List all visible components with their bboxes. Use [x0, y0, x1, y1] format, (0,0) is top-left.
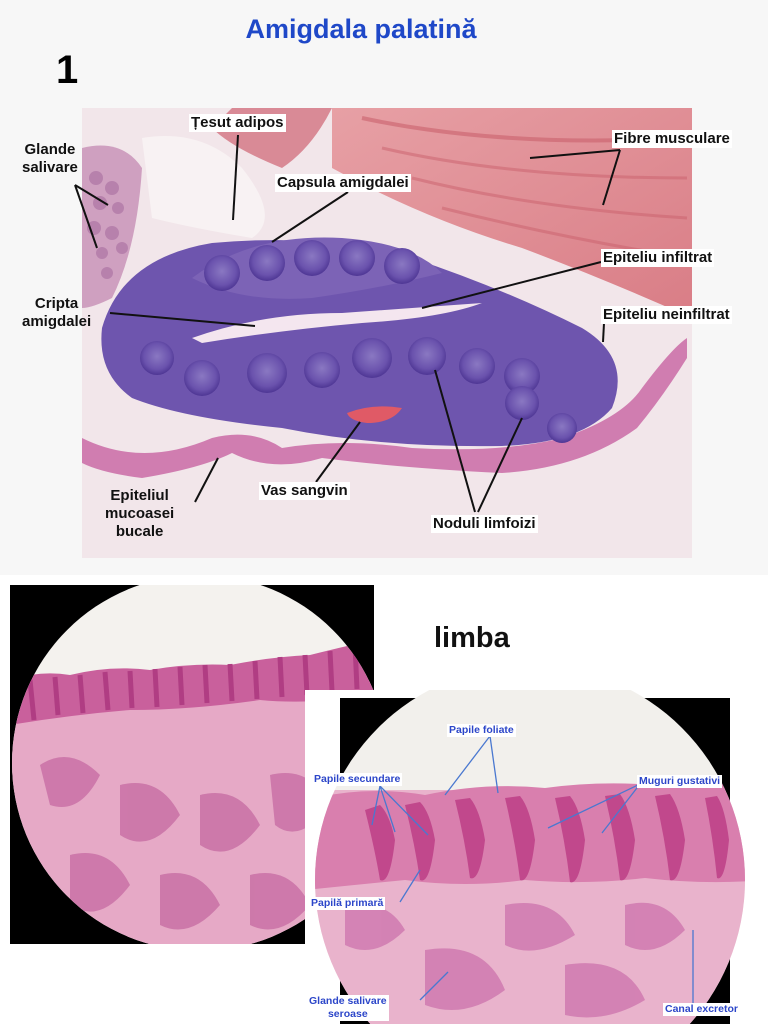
label-noduli-limfoizi: Noduli limfoizi: [431, 515, 538, 533]
label-tesut-adipos: Țesut adipos: [189, 114, 286, 132]
label-capsula-amigdalei: Capsula amigdalei: [275, 174, 411, 192]
label-cripta-amigdalei: Cripta amigdalei: [20, 295, 93, 331]
slide-title: Amigdala palatină: [245, 14, 477, 44]
slide-number: 1: [56, 48, 79, 92]
label-epiteliul-mucoasei-bucale: Epiteliul mucoasei bucale: [103, 487, 176, 541]
label-papile-secundare: Papile secundare: [312, 773, 403, 786]
label-epiteliu-infiltrat: Epiteliu infiltrat: [601, 249, 715, 267]
label-papila-primara: Papilă primară: [309, 897, 386, 910]
label-glande-salivare-seroase: Glande salivare seroase: [307, 995, 389, 1021]
label-glande-salivare-line2: salivare: [22, 159, 78, 176]
label-glande-seroase-line1: Glande salivare: [309, 995, 387, 1007]
label-epiteliu-neinfiltrat: Epiteliu neinfiltrat: [601, 306, 732, 324]
label-vas-sangvin: Vas sangvin: [259, 482, 350, 500]
label-cripta-line1: Cripta: [34, 295, 79, 312]
label-papile-foliate: Papile foliate: [447, 724, 516, 737]
label-glande-salivare-line1: Glande: [24, 141, 76, 158]
label-fibre-musculare: Fibre musculare: [612, 130, 732, 148]
label-muguri-gustativi: Muguri gustativi: [637, 775, 723, 788]
tonsil-slide-panel: Amigdala palatină 1: [20, 14, 732, 558]
label-epiteliul-line3: bucale: [115, 523, 164, 540]
label-glande-salivare: Glande salivare: [20, 141, 80, 177]
label-canal-excretor: Canal excretor: [663, 1003, 740, 1016]
label-epiteliul-line1: Epiteliul: [110, 487, 169, 504]
label-epiteliul-line2: mucoasei: [105, 505, 175, 522]
label-cripta-line2: amigdalei: [22, 313, 92, 330]
tongue-title: limba: [434, 622, 510, 654]
label-glande-seroase-line2: seroase: [327, 1008, 368, 1020]
tongue-micrograph-high-mag: [305, 690, 768, 1024]
